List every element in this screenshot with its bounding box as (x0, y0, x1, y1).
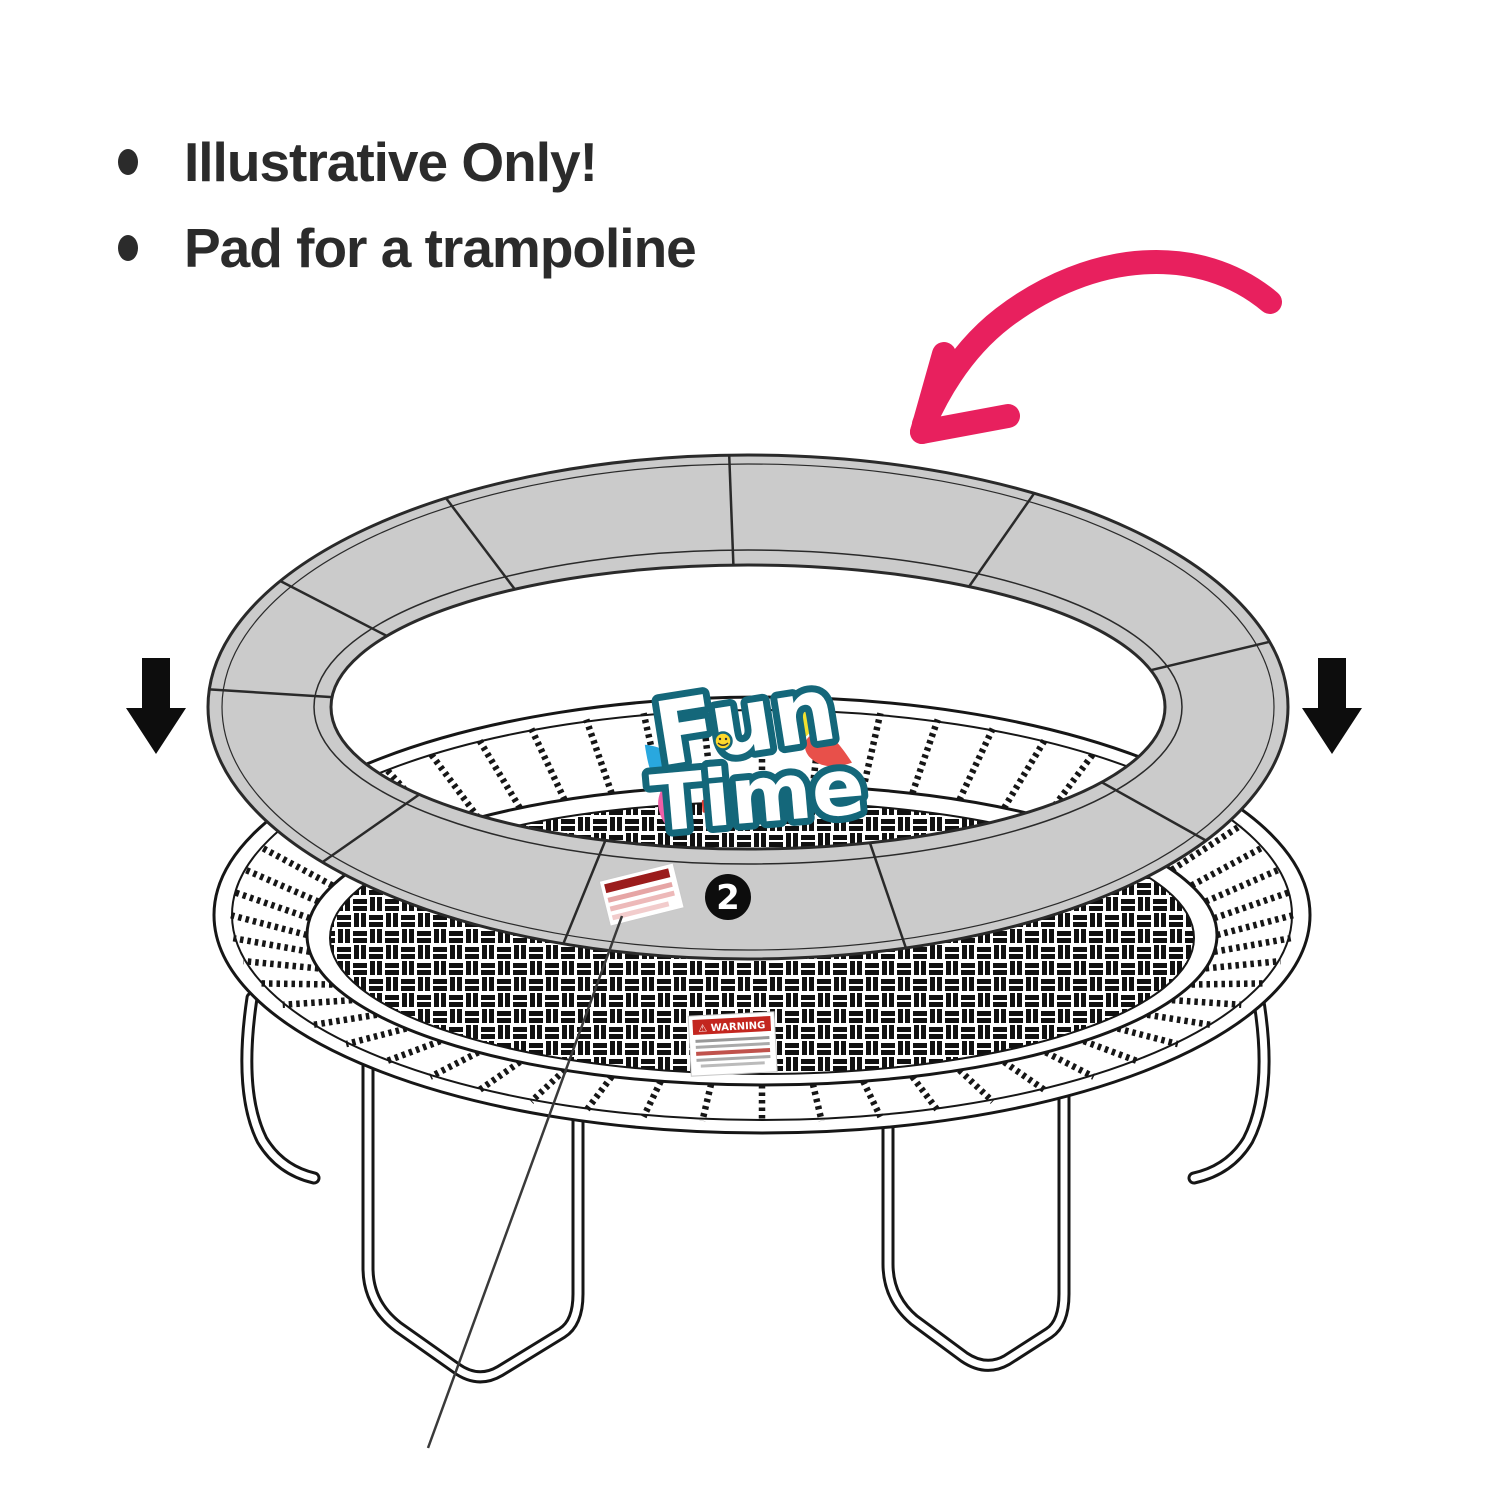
fun-time-logo: Fun Time (634, 649, 875, 857)
mat-warning-label: ⚠ WARNING (687, 1011, 778, 1077)
bullet-list: Illustrative Only! Pad for a trampoline (118, 130, 697, 302)
pad-surface (206, 453, 1290, 961)
bullet-text-illustrative: Illustrative Only! (184, 131, 598, 193)
pink-curved-arrow-icon (910, 250, 1282, 444)
mat-warning-title: ⚠ WARNING (698, 1020, 766, 1034)
pad-warning-label (598, 862, 685, 927)
pad-inner-lip (313, 549, 1183, 865)
pad-seams (209, 455, 1270, 949)
label-leader-line (426, 915, 624, 1449)
bullet-dot-icon (118, 149, 138, 175)
down-arrow-left-icon (126, 658, 186, 754)
logo-red-subtext-band (701, 794, 787, 813)
part-number: 2 (716, 878, 740, 918)
logo-word-time: Time (647, 742, 868, 850)
bullet-item: Pad for a trampoline (118, 216, 697, 280)
bullet-dot-icon (118, 235, 138, 261)
smiley-icon (713, 731, 733, 751)
pad-outer-lip (221, 463, 1275, 951)
pad-ring: 2 (206, 453, 1290, 1449)
bullet-item: Illustrative Only! (118, 130, 696, 194)
bullet-text-pad: Pad for a trampoline (184, 217, 697, 279)
part-number-badge: 2 (705, 874, 751, 920)
down-arrow-right-icon (1302, 658, 1362, 754)
